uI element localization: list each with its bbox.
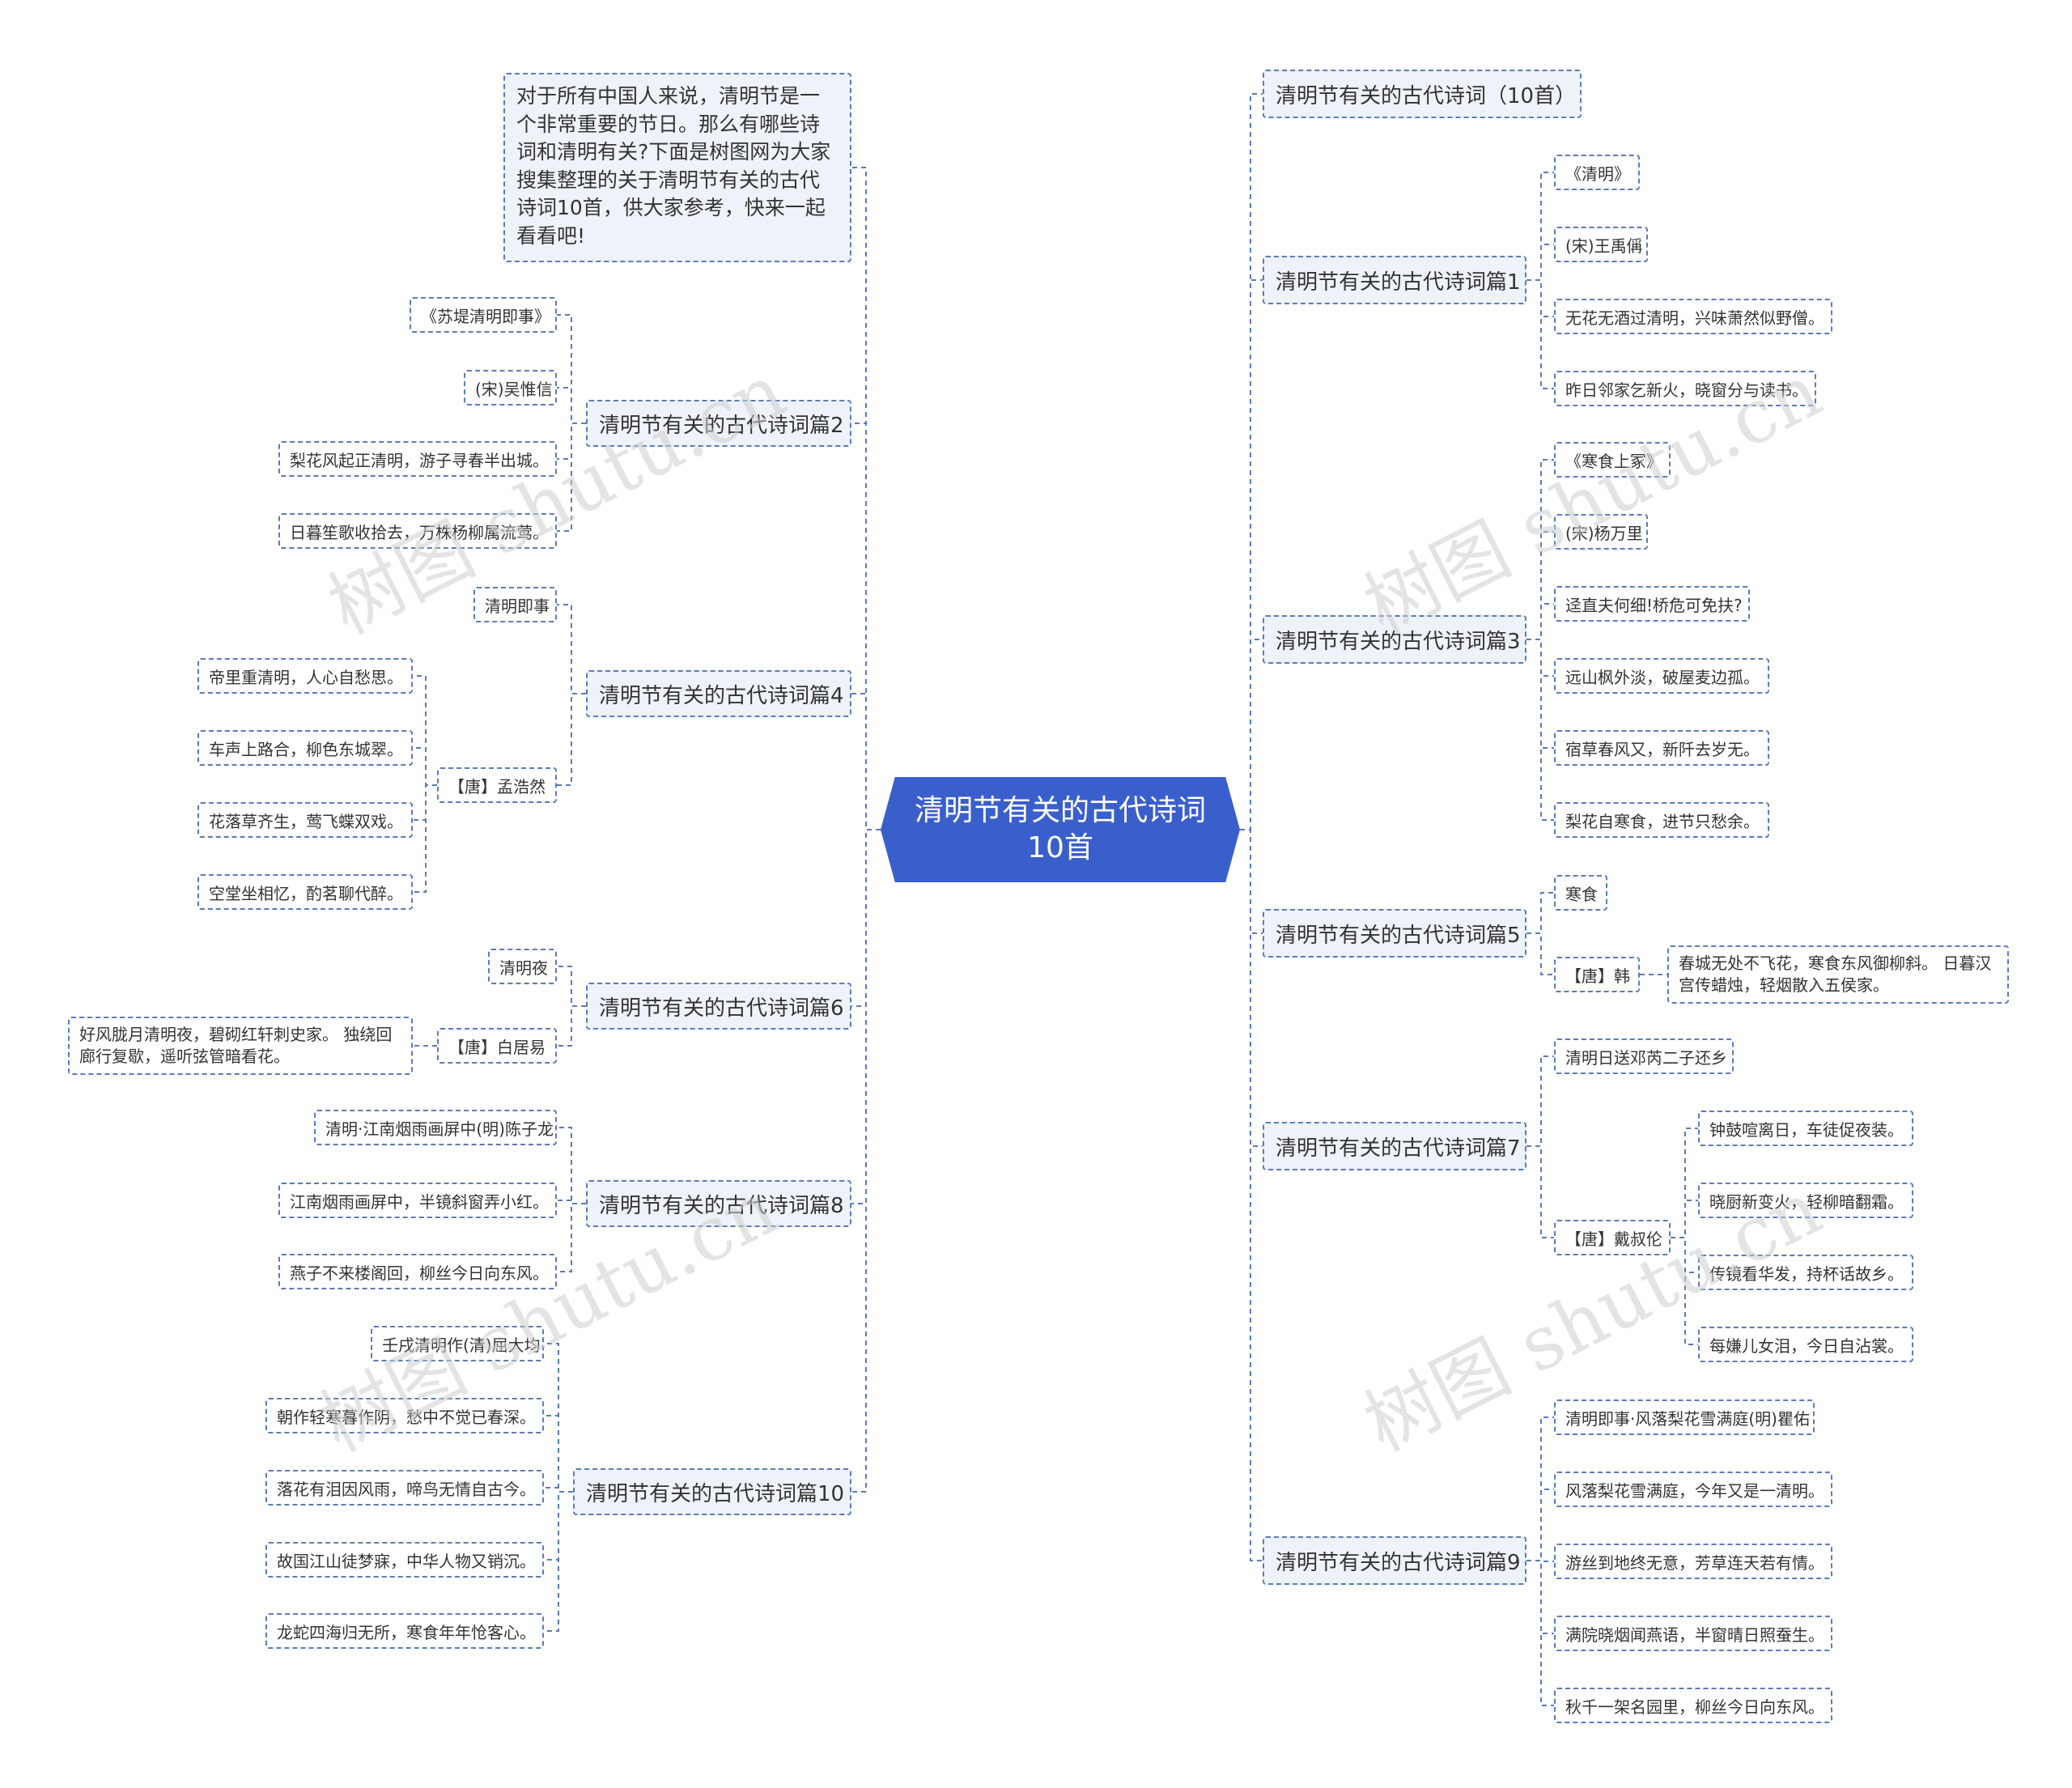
poem-2-author[interactable]: (宋)吴惟信 bbox=[464, 370, 557, 406]
poem-3-line[interactable]: 迳直夫何细!桥危可免扶? bbox=[1554, 586, 1750, 622]
branch-poem-3[interactable]: 清明节有关的古代诗词篇3 bbox=[1263, 615, 1526, 664]
branch-poem-6[interactable]: 清明节有关的古代诗词篇6 bbox=[586, 983, 851, 1030]
branch-poem-8[interactable]: 清明节有关的古代诗词篇8 bbox=[586, 1180, 851, 1227]
poem-5-text[interactable]: 春城无处不飞花，寒食东风御柳斜。 日暮汉宫传蜡烛，轻烟散入五侯家。 bbox=[1667, 945, 2009, 1004]
branch-poem-9[interactable]: 清明节有关的古代诗词篇9 bbox=[1263, 1536, 1526, 1585]
poem-5-title[interactable]: 寒食 bbox=[1554, 875, 1607, 911]
branch-poem-7[interactable]: 清明节有关的古代诗词篇7 bbox=[1263, 1122, 1526, 1170]
poem-2-line[interactable]: 梨花风起正清明，游子寻春半出城。 bbox=[278, 441, 557, 477]
branch-poem-4[interactable]: 清明节有关的古代诗词篇4 bbox=[586, 670, 851, 717]
branch-poem-1[interactable]: 清明节有关的古代诗词篇1 bbox=[1263, 256, 1526, 304]
poem-2-line[interactable]: 日暮笙歌收拾去，万株杨柳属流莺。 bbox=[278, 513, 557, 549]
poem-8-line[interactable]: 江南烟雨画屏中，半镜斜窗弄小红。 bbox=[278, 1183, 557, 1218]
poem-10-line[interactable]: 朝作轻寒暮作阴，愁中不觉已春深。 bbox=[265, 1398, 544, 1433]
poem-1-author[interactable]: (宋)王禹偁 bbox=[1554, 227, 1648, 262]
poem-9-line[interactable]: 满院晓烟闻燕语，半窗晴日照蚕生。 bbox=[1554, 1616, 1832, 1651]
poem-10-line[interactable]: 龙蛇四海归无所，寒食年年怆客心。 bbox=[265, 1613, 544, 1649]
poem-8-line[interactable]: 燕子不来楼阁回，柳丝今日向东风。 bbox=[278, 1254, 557, 1289]
poem-1-line[interactable]: 无花无酒过清明，兴味萧然似野僧。 bbox=[1554, 299, 1832, 334]
poem-4-author[interactable]: 【唐】孟浩然 bbox=[437, 767, 557, 803]
poem-6-author[interactable]: 【唐】白居易 bbox=[437, 1028, 557, 1064]
poem-7-line[interactable]: 每嫌儿女泪，今日自沾裳。 bbox=[1698, 1327, 1913, 1362]
poem-9-line[interactable]: 秋千一架名园里，柳丝今日向东风。 bbox=[1554, 1688, 1832, 1723]
poem-7-title[interactable]: 清明日送邓芮二子还乡 bbox=[1554, 1038, 1734, 1074]
poem-10-title[interactable]: 壬戌清明作(清)屈大均 bbox=[371, 1326, 544, 1361]
poem-3-title[interactable]: 《寒食上冢》 bbox=[1554, 442, 1671, 478]
poem-4-line[interactable]: 车声上路合，柳色东城翠。 bbox=[197, 730, 413, 766]
branch-poem-2[interactable]: 清明节有关的古代诗词篇2 bbox=[586, 400, 851, 447]
poem-1-line[interactable]: 昨日邻家乞新火，晓窗分与读书。 bbox=[1554, 371, 1816, 406]
poem-10-line[interactable]: 落花有泪因风雨，啼鸟无情自古今。 bbox=[265, 1470, 544, 1506]
poem-6-text[interactable]: 好风胧月清明夜，碧砌红轩刺史家。 独绕回廊行复歇，遥听弦管暗看花。 bbox=[68, 1017, 413, 1075]
poem-4-line[interactable]: 空堂坐相忆，酌茗聊代醉。 bbox=[197, 874, 413, 910]
poem-8-title[interactable]: 清明·江南烟雨画屏中(明)陈子龙 bbox=[314, 1110, 557, 1145]
root-node[interactable]: 清明节有关的古代诗词10首 bbox=[881, 777, 1240, 882]
poem-4-title[interactable]: 清明即事 bbox=[473, 587, 557, 622]
poem-7-author[interactable]: 【唐】戴叔伦 bbox=[1554, 1220, 1671, 1255]
poem-3-line[interactable]: 梨花自寒食，进节只愁余。 bbox=[1554, 802, 1769, 838]
poem-9-line[interactable]: 风落梨花雪满庭，今年又是一清明。 bbox=[1554, 1472, 1832, 1507]
poem-5-author[interactable]: 【唐】韩 bbox=[1554, 957, 1640, 992]
branch-poem-5[interactable]: 清明节有关的古代诗词篇5 bbox=[1263, 909, 1526, 958]
poem-10-line[interactable]: 故国江山徒梦寐，中华人物又销沉。 bbox=[265, 1542, 544, 1578]
branch-poem-10[interactable]: 清明节有关的古代诗词篇10 bbox=[573, 1468, 851, 1515]
poem-7-line[interactable]: 晓厨新变火，轻柳暗翻霜。 bbox=[1698, 1183, 1913, 1218]
poem-3-line[interactable]: 宿草春风又，新阡去岁无。 bbox=[1554, 730, 1769, 766]
poem-7-line[interactable]: 钟鼓喧离日，车徒促夜装。 bbox=[1698, 1111, 1913, 1146]
poem-9-title[interactable]: 清明即事·风落梨花雪满庭(明)瞿佑 bbox=[1554, 1399, 1815, 1435]
branch-poems-overview[interactable]: 清明节有关的古代诗词（10首） bbox=[1263, 70, 1582, 118]
intro-note[interactable]: 对于所有中国人来说，清明节是一个非常重要的节日。那么有哪些诗词和清明有关?下面是… bbox=[503, 73, 851, 262]
poem-2-title[interactable]: 《苏堤清明即事》 bbox=[410, 297, 557, 333]
poem-3-line[interactable]: 远山枫外淡，破屋麦边孤。 bbox=[1554, 658, 1769, 694]
poem-9-line[interactable]: 游丝到地终无意，芳草连天若有情。 bbox=[1554, 1544, 1832, 1579]
poem-4-line[interactable]: 花落草齐生，莺飞蝶双戏。 bbox=[197, 802, 413, 838]
poem-1-title[interactable]: 《清明》 bbox=[1554, 155, 1640, 190]
poem-3-author[interactable]: (宋)杨万里 bbox=[1554, 514, 1648, 550]
poem-6-title[interactable]: 清明夜 bbox=[488, 949, 557, 984]
poem-7-line[interactable]: 传镜看华发，持杯话故乡。 bbox=[1698, 1255, 1913, 1290]
poem-4-line[interactable]: 帝里重清明，人心自愁思。 bbox=[197, 658, 413, 694]
